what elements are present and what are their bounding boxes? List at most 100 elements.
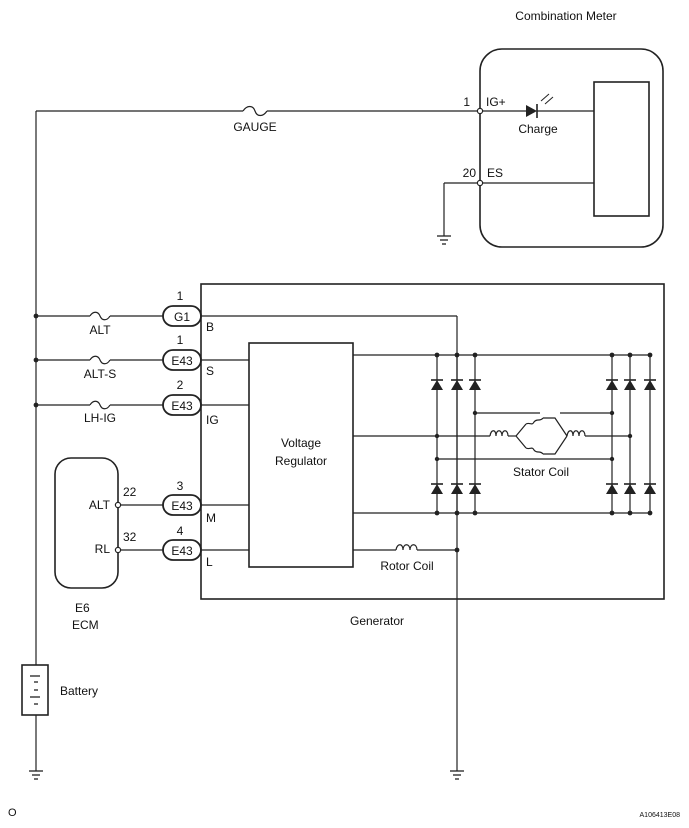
battery-icon xyxy=(21,664,49,716)
junction-dot xyxy=(454,352,460,358)
diode-icon xyxy=(451,379,463,390)
stator-coil-d-symbol xyxy=(566,430,586,437)
ground-icon-meter xyxy=(437,235,451,245)
connector-e43-l: E43 4 xyxy=(162,524,202,561)
connector-e43-ig: E43 2 xyxy=(162,378,202,416)
voltage-regulator-box xyxy=(248,342,354,568)
fuse-alt-symbol xyxy=(89,311,111,321)
junction-dot xyxy=(627,352,633,358)
gen-pin-l: L xyxy=(206,555,213,569)
combination-meter-box xyxy=(479,48,664,248)
fuse-gauge-label: GAUGE xyxy=(233,120,276,134)
meter-pin-20-number: 20 xyxy=(463,166,477,180)
ground-icon-battery xyxy=(29,770,43,780)
diode-column xyxy=(451,352,463,516)
diode-icon xyxy=(451,483,463,494)
gen-pin-m: M xyxy=(206,511,216,525)
charge-label: Charge xyxy=(518,122,558,136)
rotor-coil-symbol xyxy=(395,544,418,551)
connector-g1-label: G1 xyxy=(174,310,190,324)
rotor-coil-label: Rotor Coil xyxy=(380,559,433,573)
connector-g1-pin: 1 xyxy=(177,289,184,303)
junction-dot xyxy=(627,510,633,516)
stator-coil-label: Stator Coil xyxy=(513,465,569,479)
diode-icon xyxy=(606,483,618,494)
connector-e43-ig-pin: 2 xyxy=(177,378,184,392)
ecm-pin-32: 32 xyxy=(123,530,137,544)
figure-code: A106413E08 xyxy=(640,812,681,819)
junction-dot xyxy=(454,510,460,516)
junction-dot xyxy=(647,352,653,358)
combination-meter-title: Combination Meter xyxy=(515,9,616,23)
footer-left-mark: O xyxy=(8,807,17,819)
connector-e43-ig-label: E43 xyxy=(171,399,193,413)
connector-e43-s: E43 1 xyxy=(162,333,202,371)
meter-internal-block xyxy=(593,81,650,217)
junction-dot xyxy=(434,510,440,516)
connector-e43-s-label: E43 xyxy=(171,354,193,368)
meter-pin-igplus-label: IG+ xyxy=(486,95,506,109)
meter-pin-es-label: ES xyxy=(487,166,503,180)
generator-box xyxy=(200,283,665,600)
ecm-label: ECM xyxy=(72,618,99,632)
fuse-lh-ig-symbol xyxy=(89,400,111,410)
diode-icon xyxy=(469,379,481,390)
battery-label: Battery xyxy=(60,684,98,698)
junction-dot xyxy=(609,510,615,516)
ground-icon-generator xyxy=(450,770,464,780)
connector-e43-l-label: E43 xyxy=(171,544,193,558)
stator-coil-c-symbol xyxy=(525,447,544,455)
fuse-gauge-symbol xyxy=(242,105,268,117)
diode-icon xyxy=(644,483,656,494)
connector-e43-m-label: E43 xyxy=(171,499,193,513)
diode-column xyxy=(469,352,481,516)
connector-e43-l-pin: 4 xyxy=(177,524,184,538)
stator-star-top xyxy=(543,417,568,437)
junction-dot xyxy=(434,352,440,358)
fuse-alt-label: ALT xyxy=(89,323,111,337)
diode-icon xyxy=(469,483,481,494)
meter-pin-es xyxy=(476,179,484,187)
charge-led-icon xyxy=(526,93,554,118)
voltage-regulator-label-2: Regulator xyxy=(275,454,327,468)
gen-pin-ig: IG xyxy=(206,413,219,427)
ecm-code-label: E6 xyxy=(75,601,90,615)
connector-e43-m-pin: 3 xyxy=(177,479,184,493)
meter-pin-1-number: 1 xyxy=(463,95,470,109)
voltage-regulator-label-1: Voltage xyxy=(281,436,321,450)
fuse-alt-s-label: ALT-S xyxy=(84,367,116,381)
diode-icon xyxy=(431,379,443,390)
diode-icon xyxy=(624,483,636,494)
diode-icon xyxy=(624,379,636,390)
connector-g1-b: G1 1 xyxy=(162,289,202,327)
junction-dot xyxy=(472,510,478,516)
junction-dot xyxy=(609,352,615,358)
connector-e43-m: E43 3 xyxy=(162,479,202,516)
stator-coil-a-symbol xyxy=(489,430,509,437)
diode-icon xyxy=(644,379,656,390)
ecm-pin-rl xyxy=(114,546,122,554)
ecm-pin-rl-name: RL xyxy=(95,542,111,556)
diode-icon xyxy=(606,379,618,390)
connector-e43-s-pin: 1 xyxy=(177,333,184,347)
stator-star-bottom xyxy=(543,435,568,455)
ecm-box xyxy=(54,457,119,589)
stator-star-left xyxy=(515,423,527,449)
junction-rotor xyxy=(454,547,460,553)
meter-pin-igplus xyxy=(476,107,484,115)
fuse-lh-ig-label: LH-IG xyxy=(84,411,116,425)
stator-coil-b-symbol xyxy=(525,417,544,425)
diode-icon xyxy=(431,483,443,494)
gen-pin-s: S xyxy=(206,364,214,378)
gen-pin-b: B xyxy=(206,320,214,334)
fuse-alt-s-symbol xyxy=(89,355,111,365)
ecm-pin-alt xyxy=(114,501,122,509)
junction-dot xyxy=(472,352,478,358)
diode-column xyxy=(606,352,618,516)
ecm-pin-22: 22 xyxy=(123,485,137,499)
junction-dot xyxy=(647,510,653,516)
ecm-pin-alt-name: ALT xyxy=(89,498,111,512)
rectifier-diodes xyxy=(431,352,656,516)
generator-label: Generator xyxy=(350,614,404,628)
